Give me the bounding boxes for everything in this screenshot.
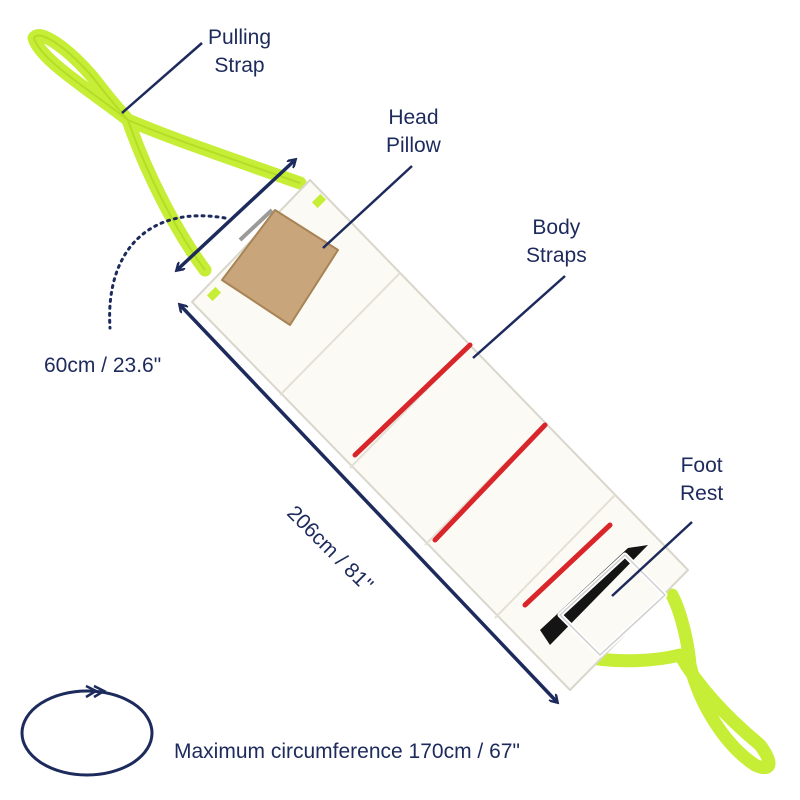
pulling-strap-label-line1: Pulling (208, 26, 272, 49)
pulling-strap-label: Pulling Strap (208, 24, 271, 80)
width-dimension-label: 60cm / 23.6" (44, 354, 162, 377)
body-straps-label-line2: Straps (526, 244, 587, 267)
foot-rest (540, 545, 668, 658)
pulling-strap-label-line2: Strap (214, 54, 265, 77)
body-straps-leader (472, 275, 566, 359)
foot-rest-label-line2: Rest (680, 482, 724, 505)
pulling-strap-leader (121, 42, 203, 114)
head-pillow-leader (322, 165, 413, 249)
foot-rest-label: Foot Rest (680, 452, 723, 508)
foot-rest-leader (611, 521, 693, 597)
body-straps-label-line1: Body (532, 216, 581, 239)
head-pillow-label-line2: Pillow (386, 134, 441, 157)
foot-rest-label-line1: Foot (680, 454, 723, 477)
width-dimension-arrow (177, 160, 295, 270)
pulling-strap (27, 29, 307, 277)
foot-loop-strap (568, 588, 776, 775)
head-pillow-label-line1: Head (388, 106, 439, 129)
body-straps-label: Body Straps (526, 214, 587, 270)
fold-dotted-arc (108, 214, 227, 330)
head-pillow-label: Head Pillow (386, 104, 441, 160)
circumference-label: Maximum circumference 170cm / 67" (174, 740, 520, 763)
circumference-ellipse-icon (20, 684, 154, 777)
length-dimension-arrow (180, 305, 557, 702)
